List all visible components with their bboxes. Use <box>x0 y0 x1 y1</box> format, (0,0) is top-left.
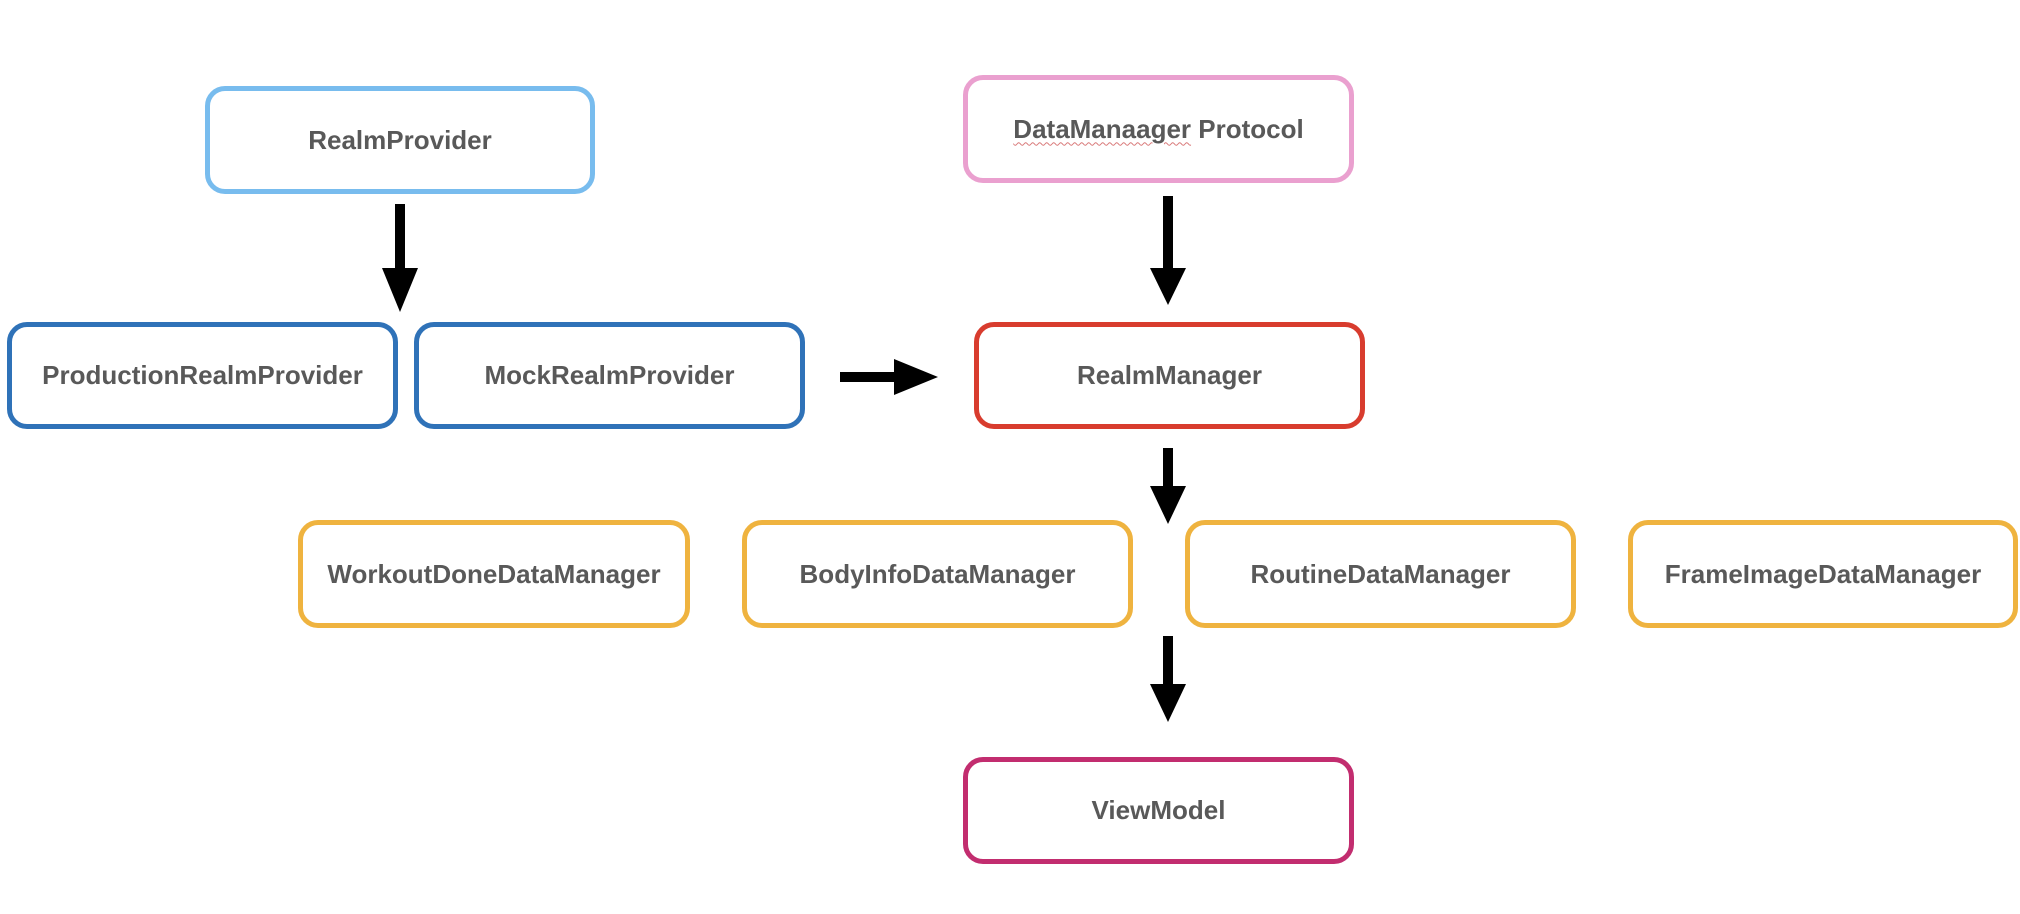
arrow-providers-to-realmmanager <box>840 359 938 395</box>
realm-manager-label: RealmManager <box>1077 360 1262 390</box>
realm-provider-node: RealmProvider <box>205 86 595 194</box>
body-info-data-manager-label: BodyInfoDataManager <box>799 558 1076 589</box>
data-manager-protocol-label: DataManaager Protocol <box>1013 114 1303 145</box>
body-info-data-manager-node: BodyInfoDataManager <box>742 520 1133 628</box>
view-model-node: ViewModel <box>963 757 1354 864</box>
arrow-protocol-to-realmmanager <box>1150 196 1186 305</box>
realm-provider-label: RealmProvider <box>308 124 492 155</box>
realm-manager-node: RealmManager <box>974 322 1365 429</box>
workout-done-data-manager-label: WorkoutDoneDataManager <box>327 558 661 589</box>
mock-realm-provider-label: MockRealmProvider <box>484 360 735 390</box>
view-model-label: ViewModel <box>1091 795 1226 825</box>
routine-data-manager-label: RoutineDataManager <box>1250 558 1511 589</box>
data-manager-protocol-node: DataManaager Protocol <box>963 75 1354 183</box>
arrow-realmprovider-to-implementations <box>382 204 418 312</box>
frame-image-data-manager-node: FrameImageDataManager <box>1628 520 2018 628</box>
workout-done-data-manager-node: WorkoutDoneDataManager <box>298 520 690 628</box>
arrow-datamanagers-to-viewmodel <box>1150 636 1186 722</box>
production-realm-provider-node: ProductionRealmProvider <box>7 322 398 429</box>
data-manager-protocol-name: DataManaager <box>1013 113 1192 144</box>
routine-data-manager-node: RoutineDataManager <box>1185 520 1576 628</box>
mock-realm-provider-node: MockRealmProvider <box>414 322 805 429</box>
data-manager-protocol-suffix: Protocol <box>1191 113 1304 144</box>
production-realm-provider-label: ProductionRealmProvider <box>42 360 363 390</box>
arrow-realmmanager-to-datamanagers <box>1150 448 1186 524</box>
frame-image-data-manager-label: FrameImageDataManager <box>1664 558 1982 589</box>
